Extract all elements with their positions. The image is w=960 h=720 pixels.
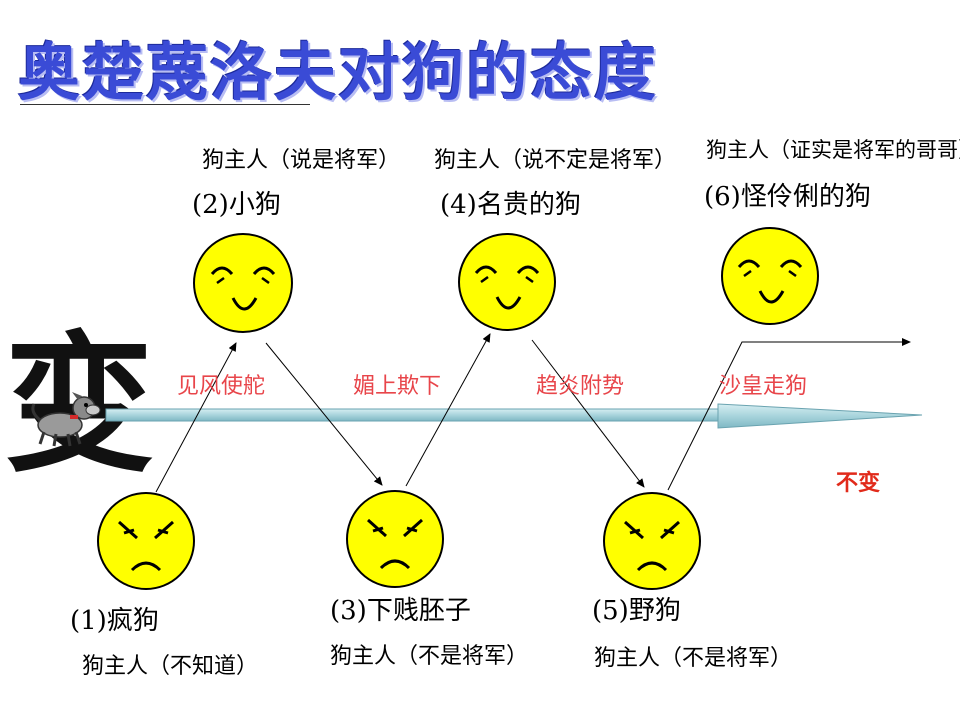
arrow-3-to-4	[405, 333, 491, 487]
stage-4-owner: 狗主人（说不定是将军）	[434, 148, 677, 173]
page-title: 奥楚蔑洛夫对狗的态度	[18, 36, 659, 109]
stage-1-owner: 狗主人（不知道）	[82, 654, 259, 679]
face-angry-1	[97, 492, 195, 590]
title-underline	[20, 104, 310, 105]
stage-6-dog: (6)怪伶俐的狗	[704, 182, 871, 212]
arrow-5-to-6	[667, 338, 911, 491]
face-angry-5	[603, 492, 701, 590]
stage-6-owner: 狗主人（证实是将军的哥哥）	[706, 138, 960, 162]
stage-3-owner: 狗主人（不是将军）	[330, 644, 529, 669]
stage-2-dog: (2)小狗	[192, 190, 281, 220]
timeline-arrow	[105, 403, 923, 429]
phrase-4: 沙皇走狗	[719, 374, 808, 399]
phrase-3: 趋炎附势	[536, 374, 625, 399]
arrow-4-to-5	[531, 339, 645, 488]
stage-1-dog: (1)疯狗	[70, 606, 159, 636]
stage-4-dog: (4)名贵的狗	[440, 190, 581, 220]
arrow-1-to-2	[155, 342, 237, 493]
phrase-1: 见风使舵	[177, 374, 266, 399]
face-happy-2	[193, 233, 293, 333]
phrase-2: 媚上欺下	[353, 374, 442, 399]
stage-5-owner: 狗主人（不是将军）	[594, 646, 793, 671]
dog-icon	[31, 392, 101, 447]
stage-2-owner: 狗主人（说是将军）	[202, 148, 401, 173]
stage-3-dog: (3)下贱胚子	[330, 596, 471, 626]
arrow-2-to-3	[265, 342, 383, 486]
face-angry-3	[346, 490, 444, 588]
face-happy-6	[721, 227, 819, 325]
unchanged-label: 不变	[836, 471, 881, 496]
stage-5-dog: (5)野狗	[592, 596, 681, 626]
face-happy-4	[458, 233, 556, 331]
attitude-arrows	[155, 333, 911, 493]
